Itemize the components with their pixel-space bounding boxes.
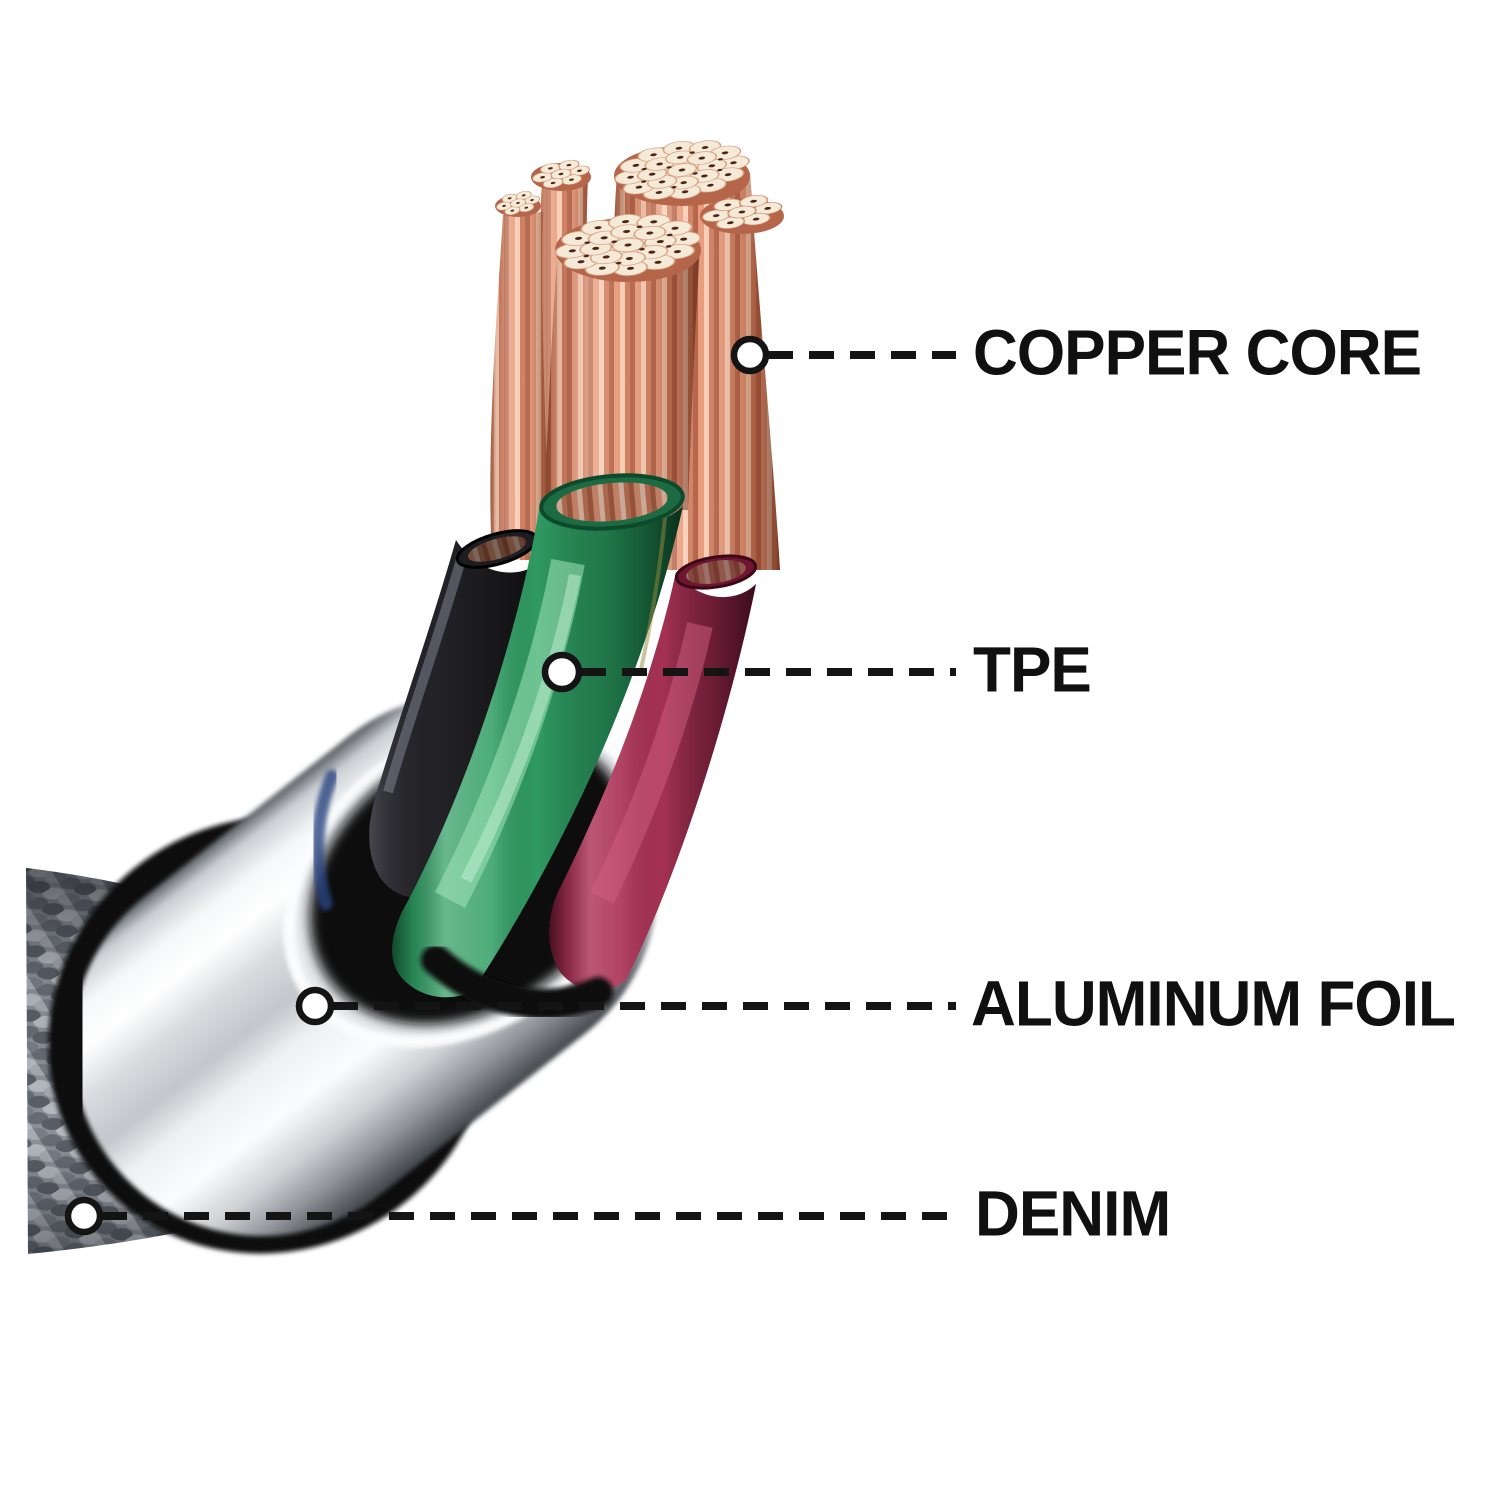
inner-jacket-front-rim (421, 945, 613, 1019)
copper-strand-bundles (490, 131, 785, 570)
black-insulated-wire (369, 529, 543, 898)
callout-marker-tpe (541, 651, 583, 693)
callout-connectors (102, 351, 958, 1220)
collar-navy-sheen (311, 769, 339, 911)
green-tpe-wire (392, 473, 685, 998)
callout-marker-denim (64, 1196, 104, 1236)
callout-label-copper-core: COPPER CORE (973, 316, 1422, 389)
callout-markers (64, 335, 770, 1236)
callout-label-aluminum-foil: ALUMINUM FOIL (971, 967, 1456, 1040)
callout-marker-aluminum-foil (295, 986, 335, 1026)
red-insulated-wire (549, 554, 758, 991)
callout-label-tpe: TPE (973, 633, 1092, 706)
callout-label-denim: DENIM (975, 1177, 1171, 1250)
callout-marker-copper-core (730, 335, 770, 375)
